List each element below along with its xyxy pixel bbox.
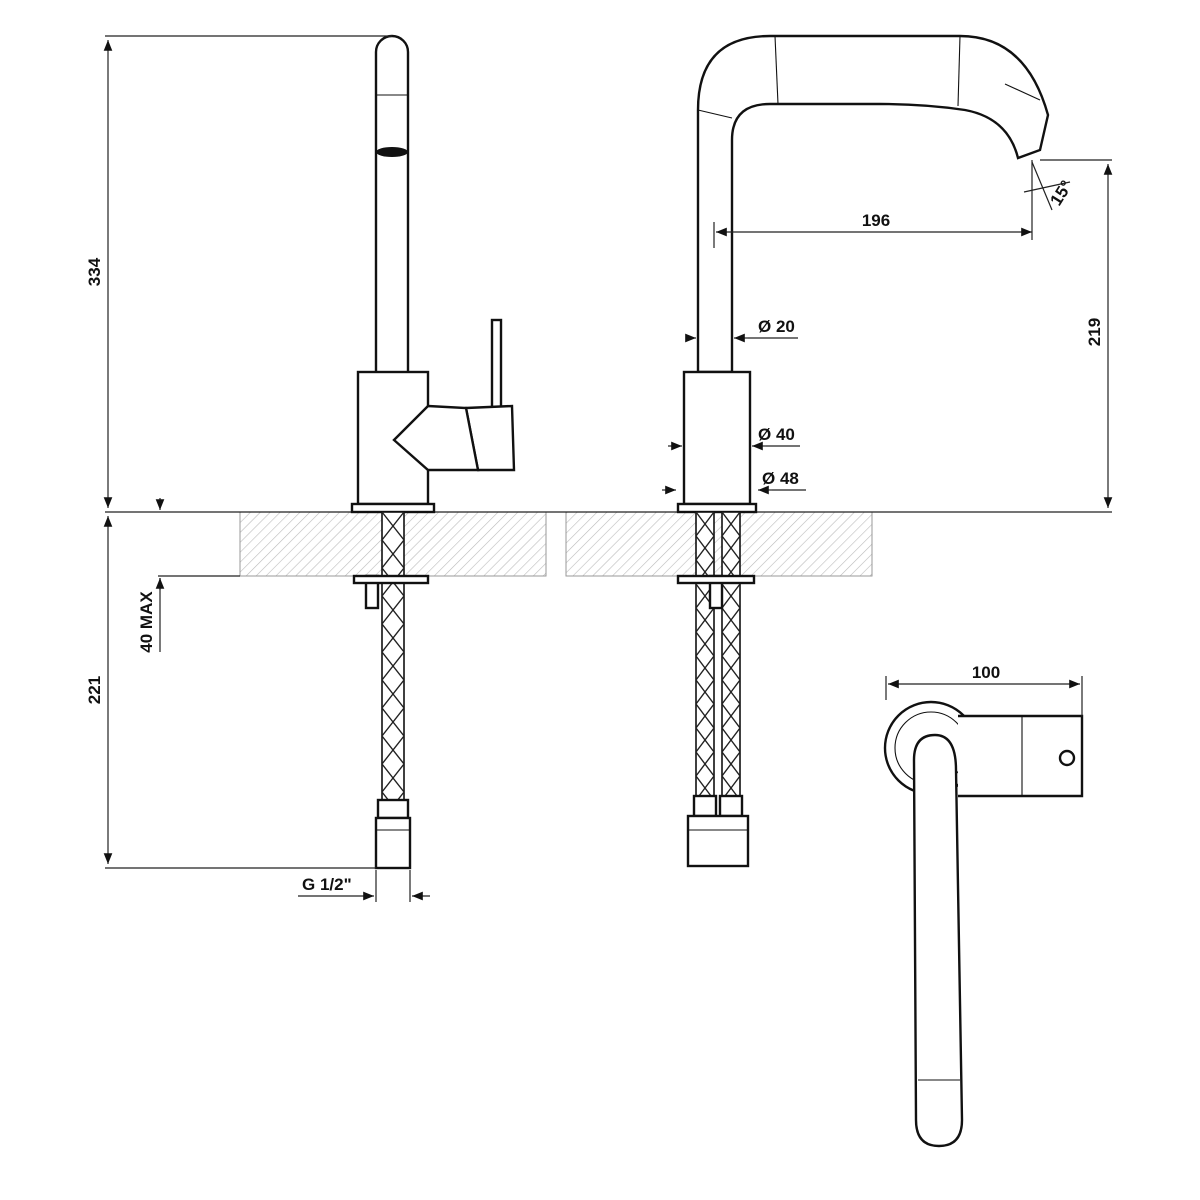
dim-spout-reach: 196 [862,211,890,230]
dim-base-diameter: Ø 48 [762,469,799,488]
dimension-lines [103,35,1113,902]
dim-hose-length: 221 [85,676,104,704]
front-view-faucet [676,34,1050,868]
aerator-mark [376,147,408,157]
dim-body-diameter: Ø 40 [758,425,795,444]
dim-total-height: 334 [85,257,104,286]
lever-pivot-hole [1058,749,1076,767]
dim-spout-diameter: Ø 20 [758,317,795,336]
dim-connection-thread: G 1/2" [302,875,352,894]
dim-spout-angle: 15° [1046,177,1076,209]
dim-plan-width: 100 [972,663,1000,682]
countertop-right [565,511,873,577]
plan-view-faucet [883,700,1084,1148]
dim-spout-height: 219 [1085,318,1104,346]
dim-deck-thickness: 40 MAX [137,591,156,653]
side-view-faucet [350,34,516,870]
